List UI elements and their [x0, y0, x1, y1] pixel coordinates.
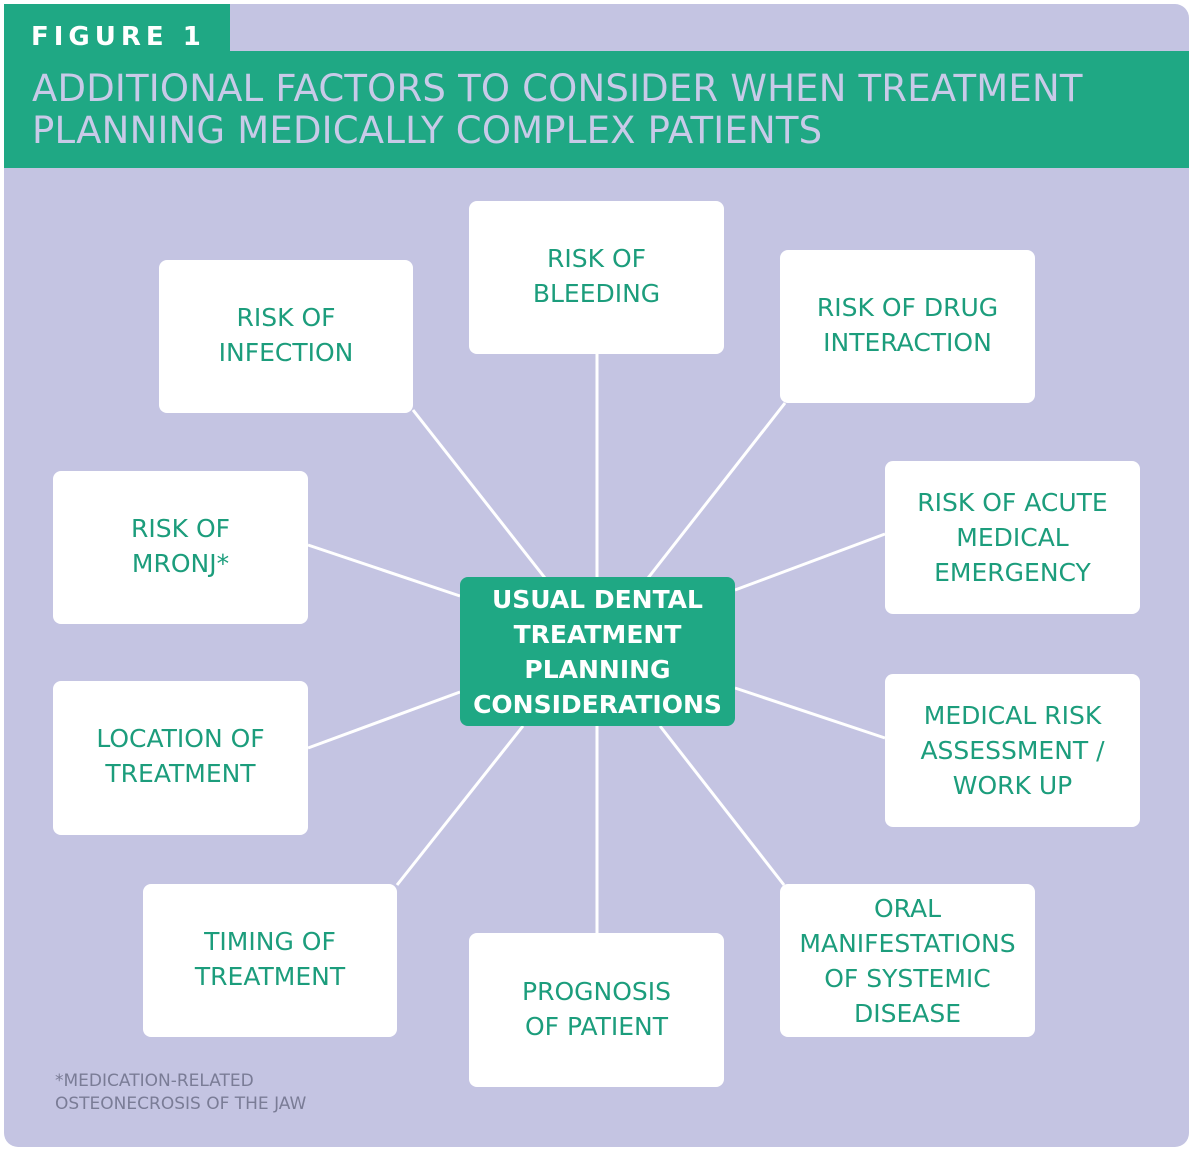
factor-prognosis-of-patient: PROGNOSIS OF PATIENT	[469, 933, 724, 1087]
factor-timing-of-treatment: TIMING OF TREATMENT	[143, 884, 397, 1037]
connector-location	[307, 690, 461, 750]
figure-label: FIGURE 1	[31, 22, 206, 52]
center-node: USUAL DENTAL TREATMENT PLANNING CONSIDER…	[460, 577, 735, 726]
connector-infection	[411, 409, 547, 579]
factor-location-of-treatment: LOCATION OF TREATMENT	[53, 681, 308, 835]
connector-timing	[395, 725, 525, 886]
factor-risk-of-drug-interaction: RISK OF DRUG INTERACTION	[780, 250, 1035, 403]
factor-risk-of-bleeding: RISK OF BLEEDING	[469, 201, 724, 354]
connector-medical-risk	[734, 686, 886, 740]
factor-risk-of-acute-medical-emergency: RISK OF ACUTE MEDICAL EMERGENCY	[885, 461, 1140, 614]
factor-oral-manifestations: ORAL MANIFESTATIONS OF SYSTEMIC DISEASE	[780, 884, 1035, 1037]
factor-risk-of-infection: RISK OF INFECTION	[159, 260, 413, 413]
figure-title: ADDITIONAL FACTORS TO CONSIDER WHEN TREA…	[32, 67, 1083, 152]
connector-drug-interaction	[646, 402, 787, 579]
connector-acute-emergency	[734, 532, 886, 592]
connector-oral-manifestations	[658, 725, 786, 886]
figure-label-tab: FIGURE 1	[4, 4, 230, 52]
title-banner: ADDITIONAL FACTORS TO CONSIDER WHEN TREA…	[4, 51, 1189, 168]
factor-risk-of-mronj: RISK OF MRONJ*	[53, 471, 308, 624]
connector-mronj	[307, 543, 461, 598]
factor-medical-risk-assessment: MEDICAL RISK ASSESSMENT / WORK UP	[885, 674, 1140, 827]
footnote: *MEDICATION-RELATED OSTEONECROSIS OF THE…	[55, 1071, 307, 1114]
